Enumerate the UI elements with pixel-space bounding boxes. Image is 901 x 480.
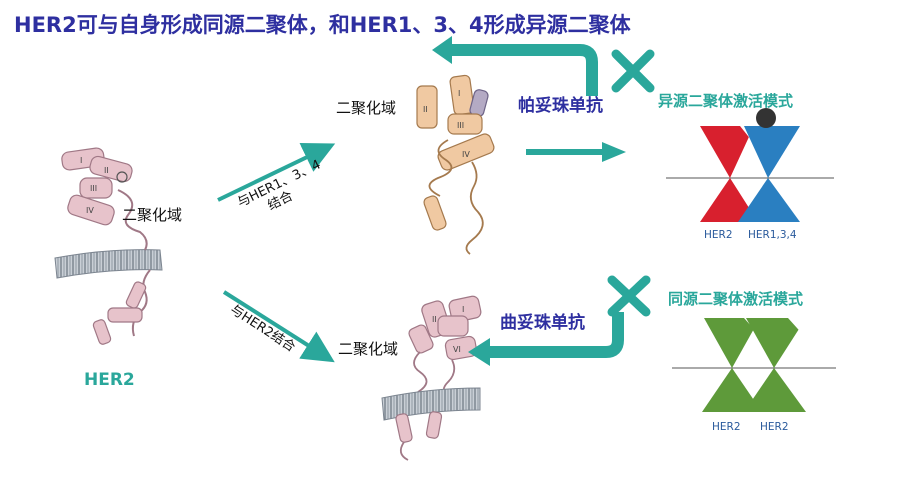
homo-her2-shape-right: [744, 318, 806, 412]
homo-her2-shape-left: [702, 318, 762, 412]
trastuzumab-block-x-icon: [607, 275, 651, 317]
homo-binding-label: 与HER2结合: [227, 302, 297, 355]
hetero-dimer-domain-label: 二聚化域: [336, 99, 396, 117]
homo-domain-I-label: I: [462, 305, 464, 314]
homo-activation-mode: 同源二聚体激活模式 HER2 HER2: [668, 290, 836, 433]
her2-receptor-label: HER2: [84, 370, 135, 390]
homo-partner-label-2: HER2: [760, 421, 789, 433]
her2-domain-IV-label: IV: [86, 206, 94, 215]
her2-domain-II-label: II: [104, 166, 109, 175]
hetero-mode-title: 异源二聚体激活模式: [658, 92, 793, 110]
trastuzumab-label: 曲妥珠单抗: [500, 312, 585, 333]
hetero-partner-shape-blue: [738, 126, 800, 222]
diagram-title: HER2可与自身形成同源二聚体，和HER1、3、4形成异源二聚体: [14, 13, 632, 37]
hetero-partner-label-her134: HER1,3,4: [748, 229, 797, 241]
homo-partner-label-1: HER2: [712, 421, 741, 433]
hetero-activation-arrow: [526, 142, 626, 162]
her2-monomer: I II III IV 二聚化域 HER2: [54, 147, 182, 390]
hetero-domain-III-label: III: [457, 121, 464, 130]
arrow-to-heterodimer: 与HER1、3、4 结合: [217, 143, 336, 214]
homo-domain-II-label: II: [432, 315, 437, 324]
trastuzumab-curved-arrow: [468, 312, 624, 366]
her2-dimer-domain-label: 二聚化域: [122, 206, 182, 224]
hetero-domain-I-label: I: [458, 89, 460, 98]
hetero-domain-IV-label: IV: [462, 150, 470, 159]
her2-domain-I-label: I: [80, 156, 82, 165]
pertuzumab-label: 帕妥珠单抗: [518, 95, 603, 116]
homodimer-structure: 二聚化域 II I VI: [338, 295, 482, 461]
homo-dimer-domain-label: 二聚化域: [338, 340, 398, 358]
homo-mode-title: 同源二聚体激活模式: [668, 290, 803, 308]
her2-domain-III-label: III: [90, 184, 97, 193]
pertuzumab-curved-arrow: [432, 36, 598, 96]
hetero-dimer-knob-icon: [756, 108, 776, 128]
heterodimer-structure: 二聚化域 II I III IV: [336, 74, 495, 255]
her2-membrane: [54, 249, 163, 279]
her2-extracellular-domains: I II III IV: [61, 147, 148, 251]
her2-intracellular-tail: [92, 269, 151, 345]
hetero-activation-mode: 异源二聚体激活模式 HER2 HER1,3,4: [658, 92, 834, 241]
arrow-to-homodimer: 与HER2结合: [222, 290, 335, 363]
hetero-domain-II-label: II: [423, 105, 428, 114]
hetero-partner-label-her2: HER2: [704, 229, 733, 241]
homo-domain-VI-label: VI: [453, 345, 461, 354]
pertuzumab-block-x-icon: [611, 49, 655, 93]
